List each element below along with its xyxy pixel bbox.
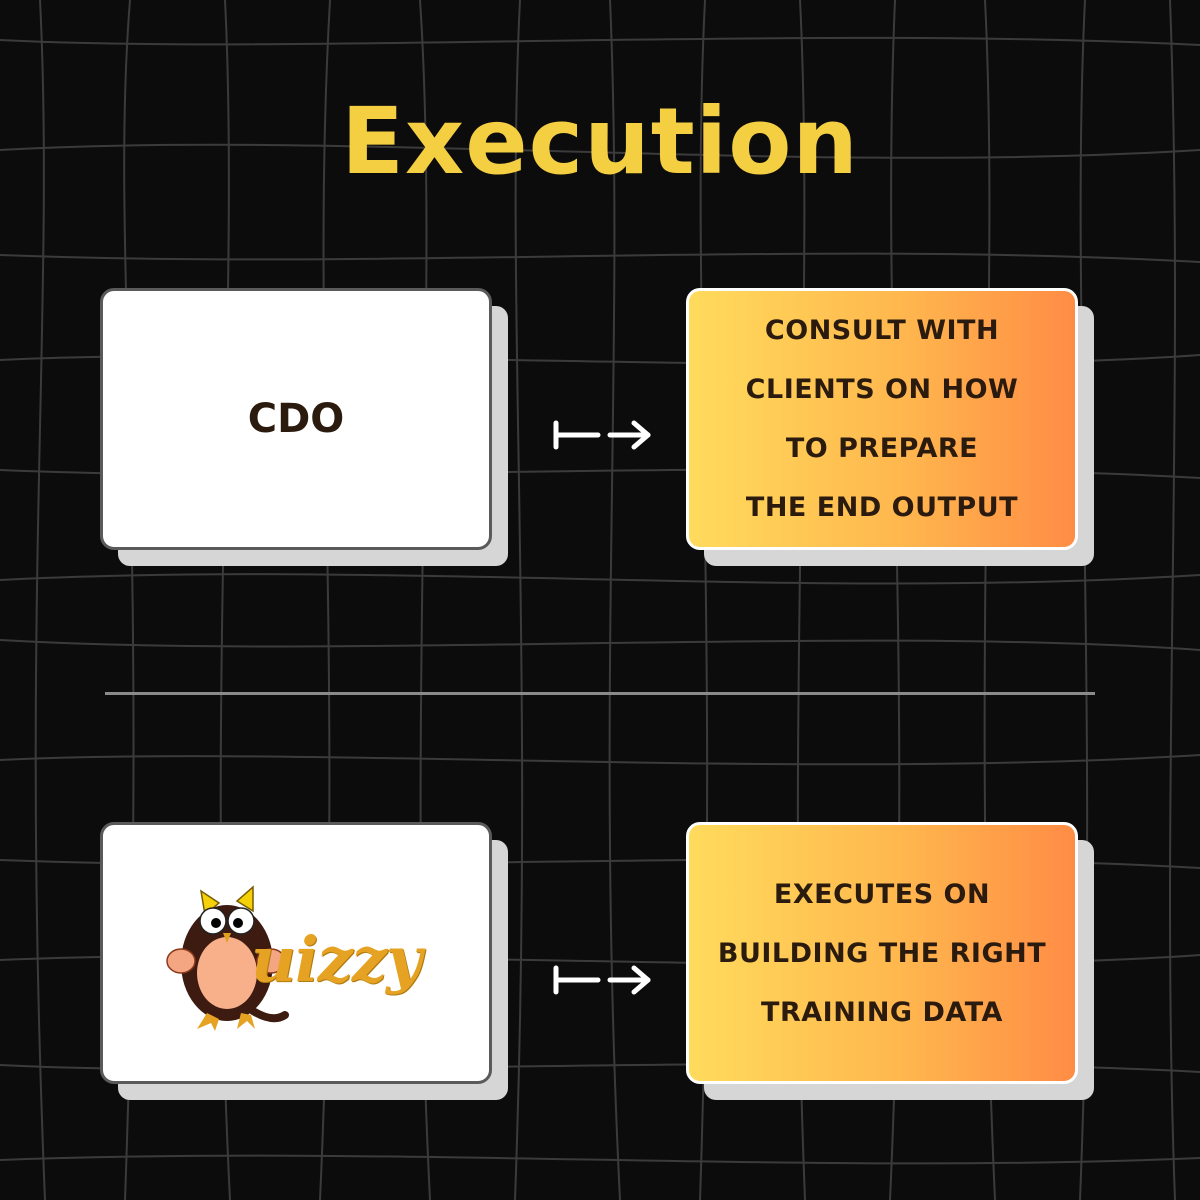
- consult-card: CONSULT WITH CLIENTS ON HOW TO PREPARE T…: [686, 288, 1096, 568]
- quizzy-logo: uizzy: [161, 873, 431, 1033]
- page-title: Execution: [341, 88, 859, 195]
- executes-text: EXECUTES ON BUILDING THE RIGHT TRAINING …: [717, 878, 1047, 1028]
- cdo-label: CDO: [247, 396, 345, 442]
- cdo-box: CDO: [100, 288, 492, 550]
- consult-text: CONSULT WITH CLIENTS ON HOW TO PREPARE T…: [745, 315, 1019, 523]
- quizzy-box: uizzy: [100, 822, 492, 1084]
- mapsto-arrow-icon: [553, 965, 651, 995]
- executes-card: EXECUTES ON BUILDING THE RIGHT TRAINING …: [686, 822, 1096, 1102]
- executes-box: EXECUTES ON BUILDING THE RIGHT TRAINING …: [686, 822, 1078, 1084]
- cdo-card: CDO: [100, 288, 510, 568]
- quizzy-card: uizzy: [100, 822, 510, 1102]
- section-divider: [105, 692, 1095, 695]
- owl-mascot-icon: [166, 885, 289, 1031]
- quizzy-wordmark: uizzy: [251, 923, 422, 996]
- consult-box: CONSULT WITH CLIENTS ON HOW TO PREPARE T…: [686, 288, 1078, 550]
- mapsto-arrow-icon: [553, 420, 651, 450]
